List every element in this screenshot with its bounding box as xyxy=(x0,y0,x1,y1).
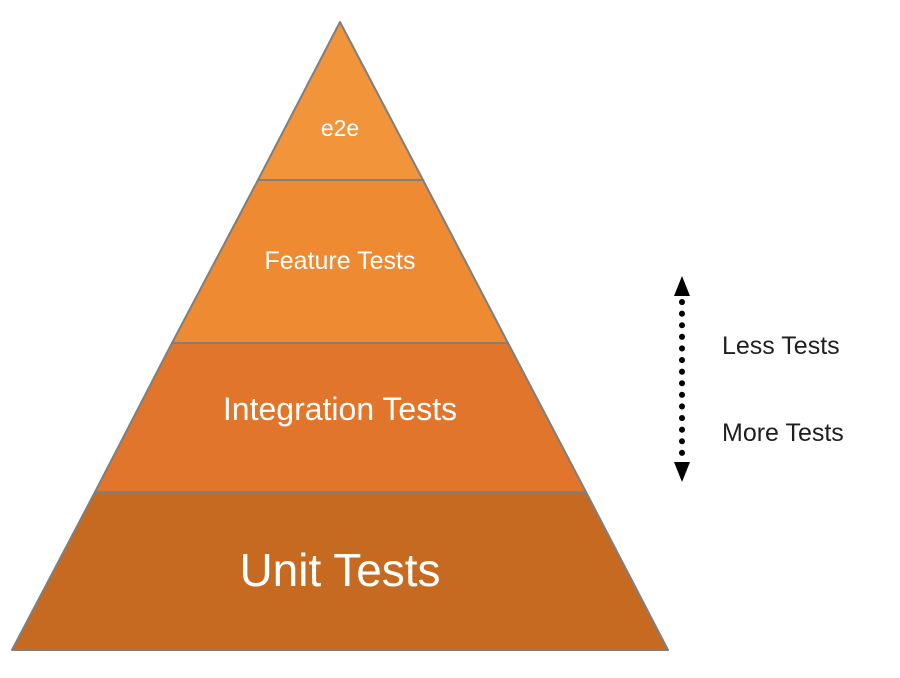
layer-label-e2e: e2e xyxy=(321,115,359,141)
legend-label-more-tests: More Tests xyxy=(722,419,844,447)
legend-label-less-tests: Less Tests xyxy=(722,332,840,360)
pyramid-layer-e2e xyxy=(257,21,424,181)
layer-label-integration-tests: Integration Tests xyxy=(223,391,457,427)
less-more-arrow xyxy=(674,276,690,482)
arrow-head-up-icon xyxy=(674,276,690,296)
arrow-head-down-icon xyxy=(674,462,690,482)
layer-label-unit-tests: Unit Tests xyxy=(239,544,440,596)
layer-label-feature-tests: Feature Tests xyxy=(264,247,415,275)
